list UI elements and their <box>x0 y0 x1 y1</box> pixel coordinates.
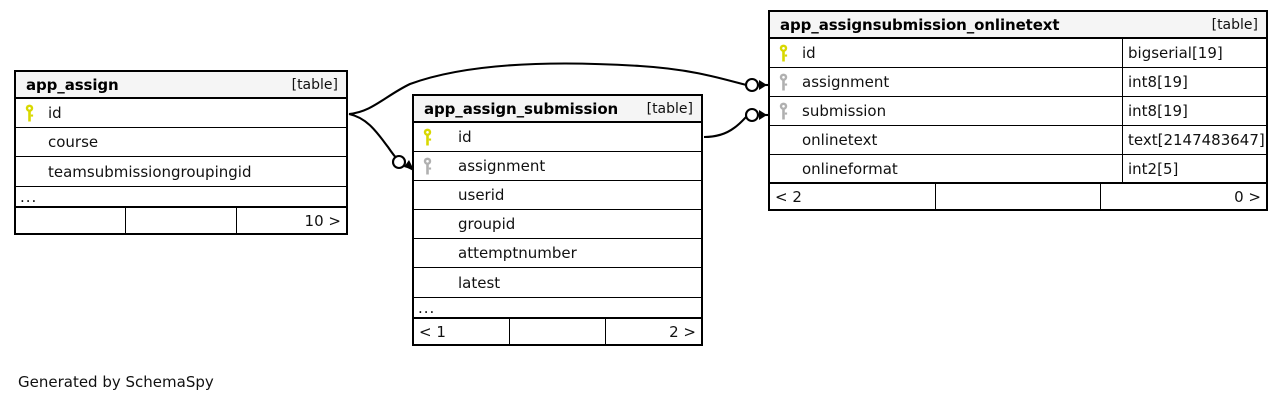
column-name: onlineformat <box>802 159 898 178</box>
column-type: int8[19] <box>1122 68 1266 96</box>
footer-next-cell[interactable]: 2 > <box>669 322 696 341</box>
column-list-app-assign-submission: id assignment userid gro <box>414 123 701 297</box>
column-name: latest <box>458 273 501 292</box>
column-name: id <box>458 128 472 146</box>
table-row[interactable]: submission int8[19] <box>770 97 1266 126</box>
footer-prev-cell[interactable]: < 2 <box>770 184 936 209</box>
table-row[interactable]: userid <box>414 181 701 210</box>
footer-next-cell[interactable]: 10 > <box>304 211 341 230</box>
column-type: int8[19] <box>1122 97 1266 125</box>
column-name: teamsubmissiongroupingid <box>48 162 252 181</box>
footer-next-cell[interactable]: 0 > <box>1234 187 1262 206</box>
column-name: assignment <box>458 157 546 175</box>
relationship-line-submission-onlinetext-submission <box>703 115 748 139</box>
column-type: text[2147483647] <box>1122 126 1266 154</box>
table-name: app_assignsubmission_onlinetext <box>780 15 1060 34</box>
column-name: onlinetext <box>802 131 878 149</box>
footer-middle-cell[interactable] <box>936 184 1102 209</box>
key-icon-foreign <box>770 73 796 92</box>
table-row[interactable]: id <box>414 123 701 152</box>
table-row[interactable]: teamsubmissiongroupingid <box>16 157 346 186</box>
table-card-app-assignsubmission-onlinetext[interactable]: app_assignsubmission_onlinetext [table] … <box>768 10 1268 211</box>
column-name: course <box>48 133 99 151</box>
table-footer-app-assignsubmission-onlinetext: < 2 0 > <box>770 184 1266 209</box>
more-columns-indicator: ... <box>414 297 701 319</box>
column-name: submission <box>802 102 887 120</box>
column-name: groupid <box>458 215 516 233</box>
marker-onlinetext-assignment <box>744 77 768 93</box>
table-footer-app-assign: 10 > <box>16 208 346 233</box>
table-row[interactable]: onlineformat int2[5] <box>770 155 1266 184</box>
table-row[interactable]: onlinetext text[2147483647] <box>770 126 1266 155</box>
table-row[interactable]: id <box>16 99 346 128</box>
table-footer-app-assign-submission: < 1 2 > <box>414 319 701 344</box>
column-type: bigserial[19] <box>1122 39 1266 67</box>
column-name: userid <box>458 186 505 204</box>
table-row[interactable]: course <box>16 128 346 157</box>
generator-credit: Generated by SchemaSpy <box>18 373 214 391</box>
marker-onlinetext-submission <box>744 107 768 123</box>
column-name: id <box>802 44 816 62</box>
table-card-app-assign-submission[interactable]: app_assign_submission [table] id <box>412 94 703 346</box>
more-columns-indicator: ... <box>16 186 346 208</box>
column-name: assignment <box>802 73 890 91</box>
table-row[interactable]: groupid <box>414 210 701 239</box>
key-icon-primary <box>770 44 796 63</box>
key-icon-foreign <box>770 102 796 121</box>
column-name: attemptnumber <box>458 244 577 262</box>
table-header-app-assignsubmission-onlinetext: app_assignsubmission_onlinetext [table] <box>770 12 1266 39</box>
table-name: app_assign_submission <box>424 99 619 118</box>
column-name: id <box>48 104 62 122</box>
relationship-line-assign-submission-assignment <box>348 112 400 162</box>
table-type-tag: [table] <box>291 76 338 93</box>
column-list-app-assignsubmission-onlinetext: id bigserial[19] assignment int8[19] <box>770 39 1266 184</box>
table-name: app_assign <box>26 75 119 94</box>
table-row[interactable]: attemptnumber <box>414 239 701 268</box>
table-type-tag: [table] <box>1211 16 1258 33</box>
table-type-tag: [table] <box>646 100 693 117</box>
column-list-app-assign: id course teamsubmissiongroupingid <box>16 99 346 186</box>
key-icon-primary <box>16 104 42 123</box>
footer-prev-cell[interactable]: < 1 <box>414 319 510 344</box>
marker-submission-assignment <box>391 154 415 171</box>
key-icon-foreign <box>414 157 440 176</box>
table-row[interactable]: latest <box>414 268 701 297</box>
table-card-app-assign[interactable]: app_assign [table] id course <box>14 70 348 235</box>
column-type: int2[5] <box>1122 155 1266 182</box>
footer-prev-cell[interactable] <box>16 208 127 233</box>
key-icon-primary <box>414 128 440 147</box>
footer-middle-cell[interactable] <box>126 208 237 233</box>
table-row[interactable]: id bigserial[19] <box>770 39 1266 68</box>
table-row[interactable]: assignment int8[19] <box>770 68 1266 97</box>
table-header-app-assign-submission: app_assign_submission [table] <box>414 96 701 123</box>
footer-middle-cell[interactable] <box>510 319 606 344</box>
table-row[interactable]: assignment <box>414 152 701 181</box>
table-header-app-assign: app_assign [table] <box>16 72 346 99</box>
